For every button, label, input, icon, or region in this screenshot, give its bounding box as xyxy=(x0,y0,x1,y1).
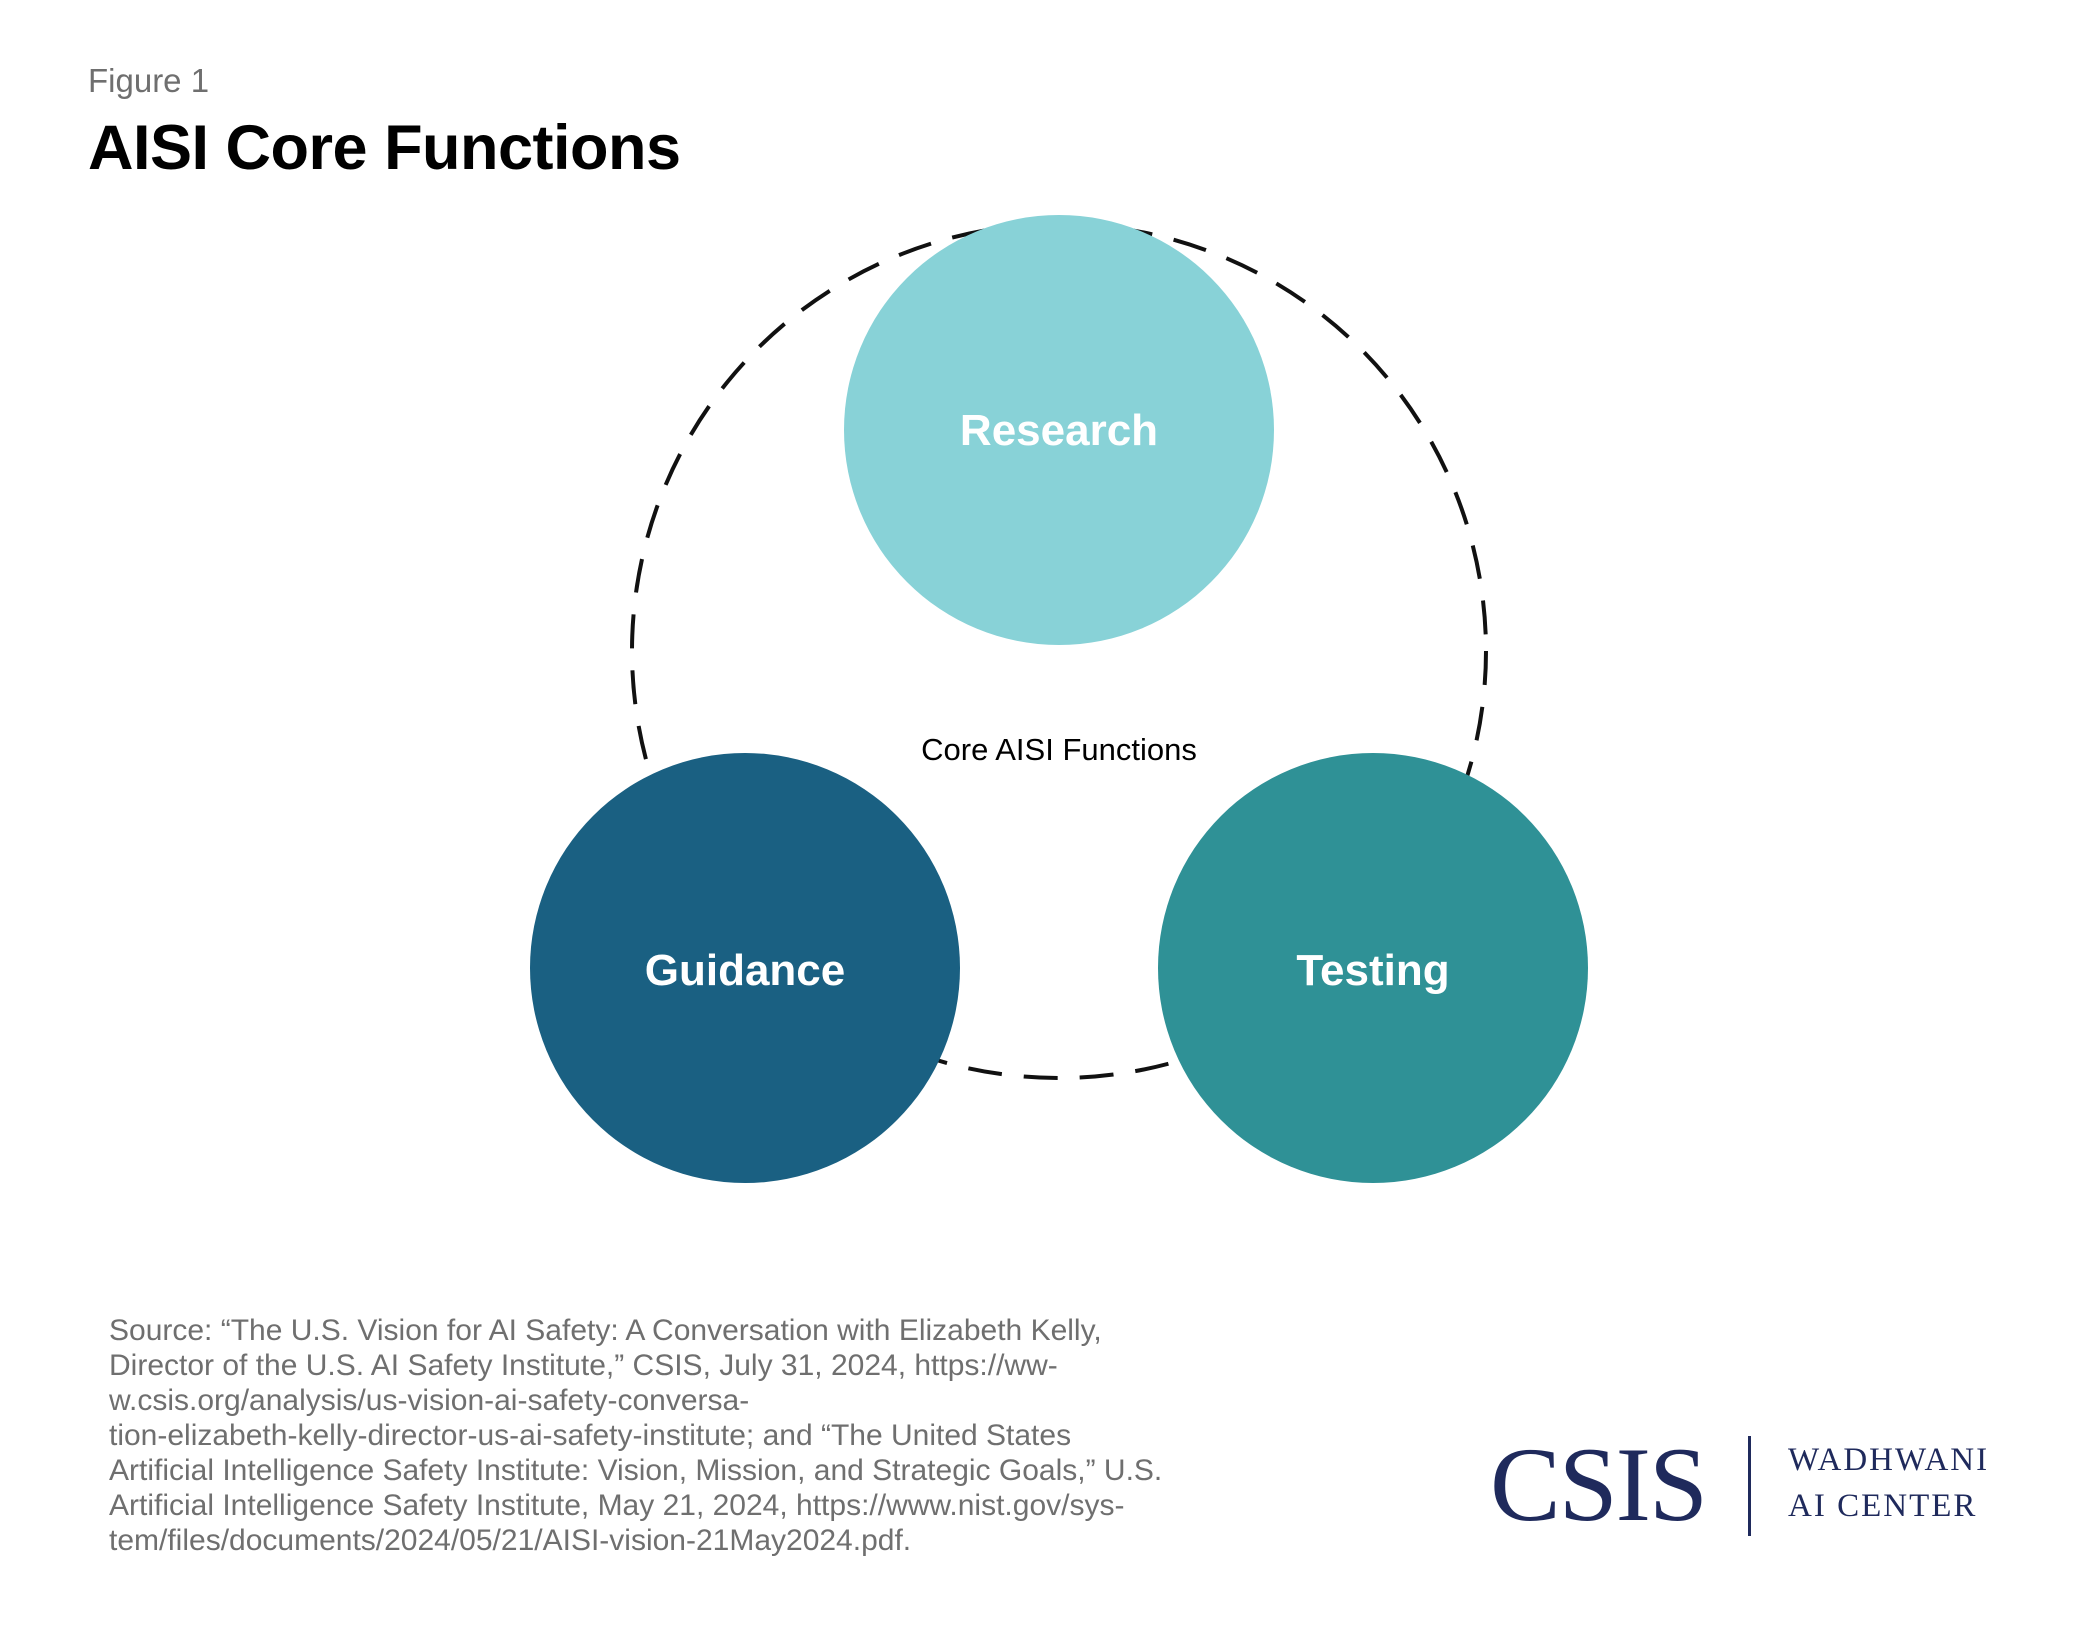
node-research-label: Research xyxy=(960,406,1158,455)
node-guidance: Guidance xyxy=(530,753,960,1183)
dashed-connector-ring xyxy=(630,222,1488,1080)
node-research-circle xyxy=(844,215,1274,645)
center-label: Core AISI Functions xyxy=(921,732,1197,767)
logo-divider xyxy=(1748,1436,1751,1536)
node-research: Research xyxy=(844,215,1274,645)
csis-wadhwani-logo: CSIS WADHWANI AI CENTER xyxy=(1490,1430,2010,1560)
node-testing-label: Testing xyxy=(1296,946,1449,995)
logo-ai-center-text: AI CENTER xyxy=(1788,1488,1978,1524)
node-testing: Testing xyxy=(1158,753,1588,1183)
node-guidance-circle xyxy=(530,753,960,1183)
figure-title: AISI Core Functions xyxy=(88,113,681,183)
source-citation: Source: “The U.S. Vision for AI Safety: … xyxy=(109,1314,1163,1557)
logo-wadhwani-text: WADHWANI xyxy=(1788,1442,1990,1478)
figure-number: Figure 1 xyxy=(88,62,210,99)
logo-csis-wordmark: CSIS xyxy=(1490,1426,1708,1543)
node-testing-circle xyxy=(1158,753,1588,1183)
node-guidance-label: Guidance xyxy=(645,946,846,995)
